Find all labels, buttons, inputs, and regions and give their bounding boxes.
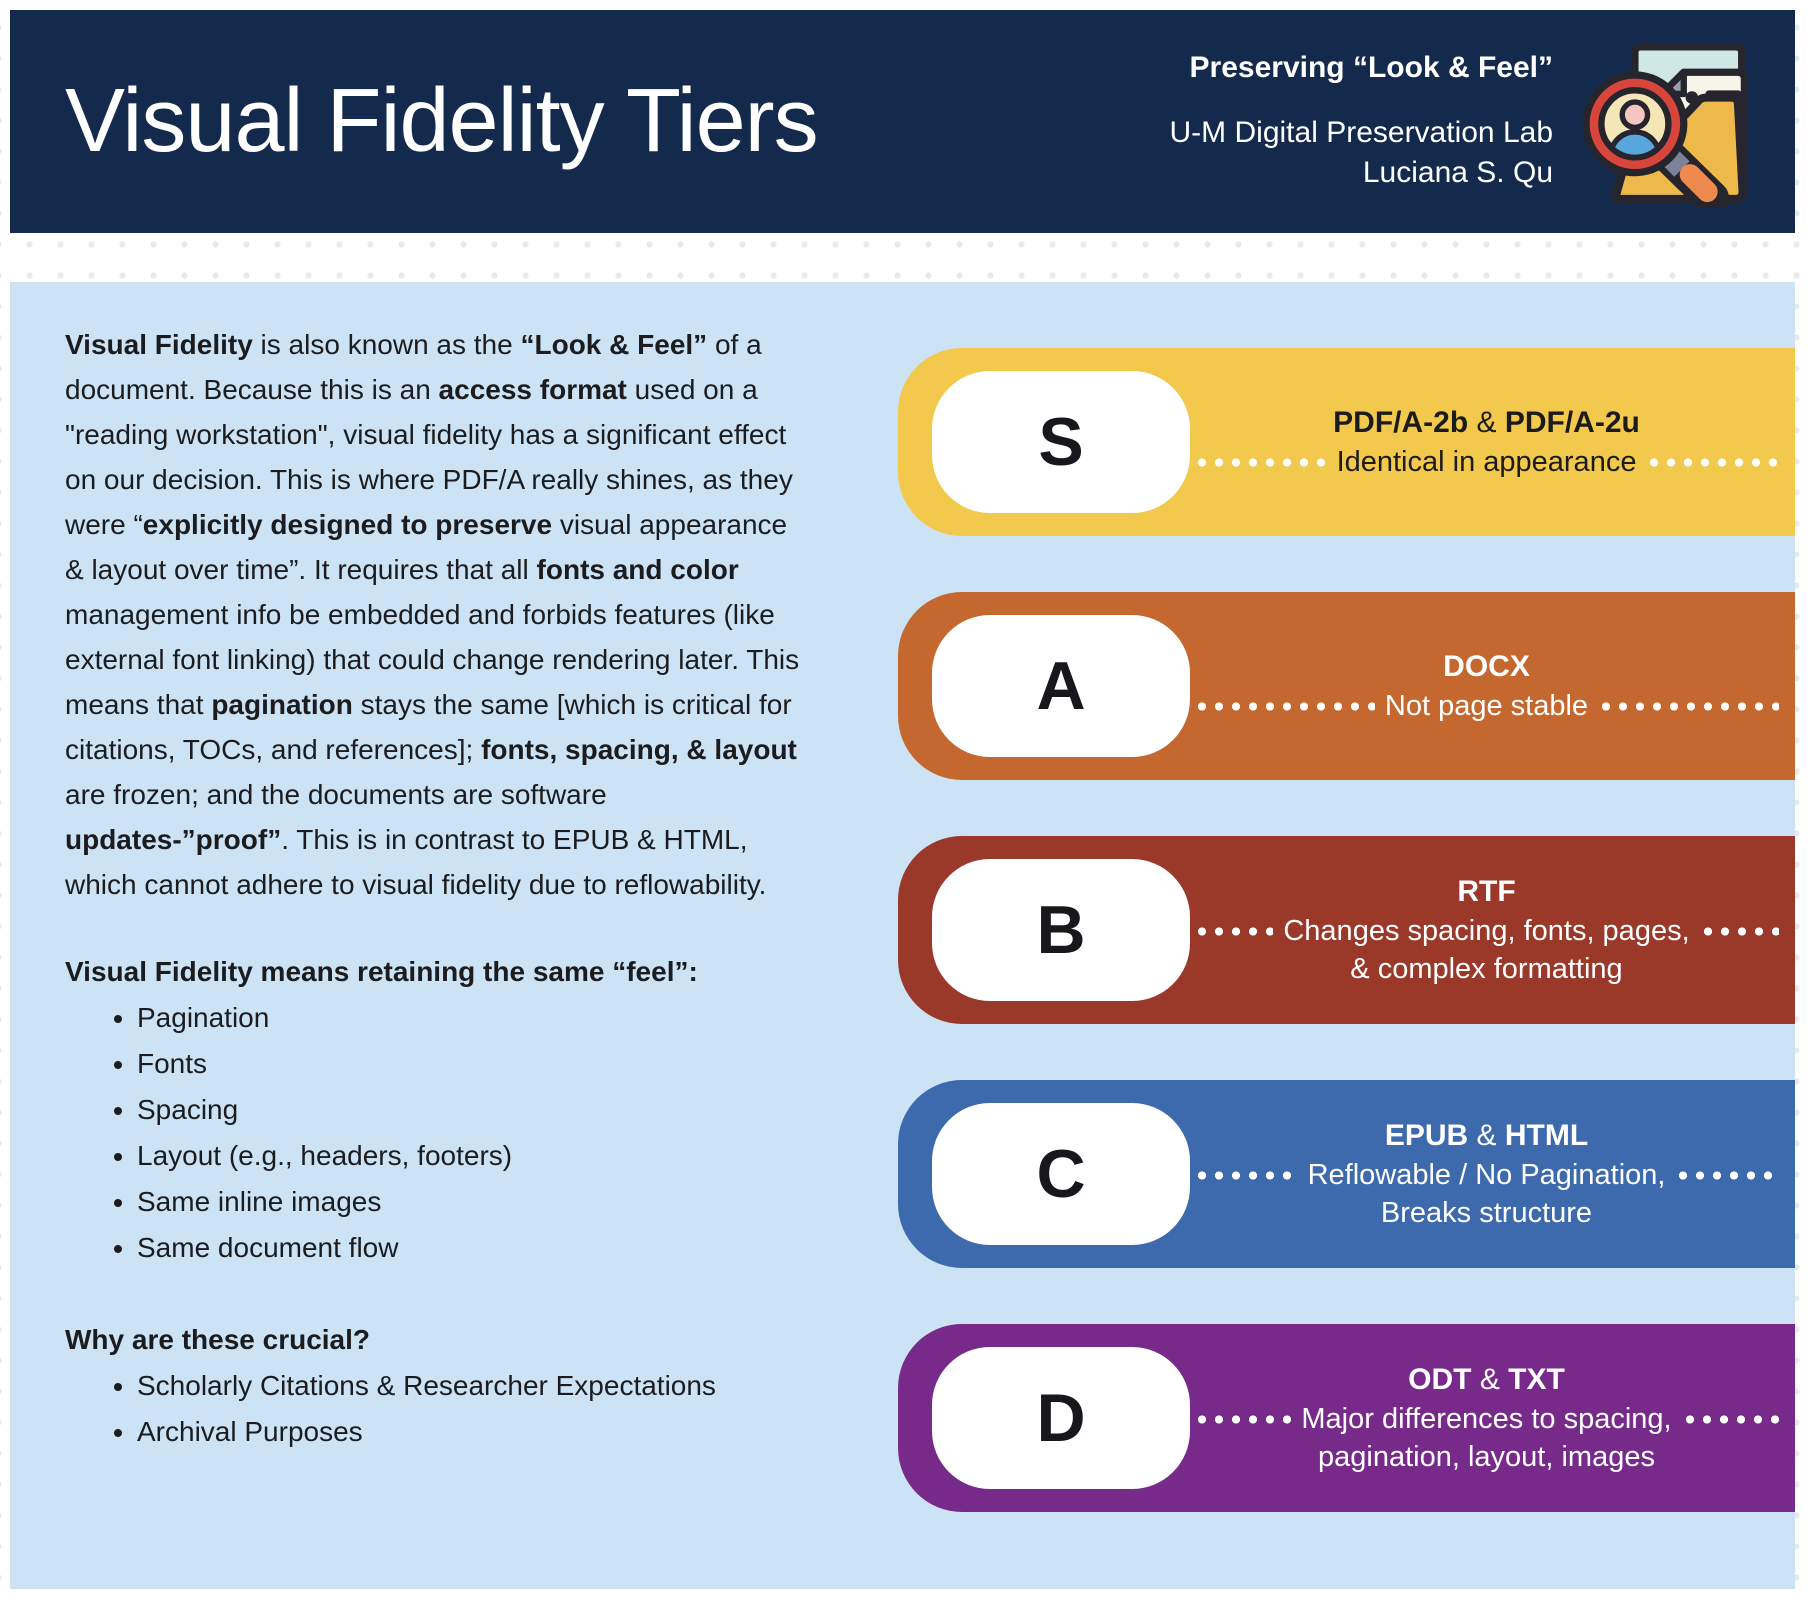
tier-letter-pill: A [932, 615, 1190, 757]
left-text-column: Visual Fidelity is also known as the “Lo… [65, 322, 813, 1501]
intro-segment: updates-”proof” [65, 824, 282, 855]
intro-segment: management info be embedded and forbids … [65, 599, 800, 720]
tier-description-line1: Changes spacing, fonts, pages, [1283, 915, 1690, 947]
list-item: Spacing [137, 1087, 813, 1133]
tier-letter-pill: B [932, 859, 1190, 1001]
tier-description-line1: Identical in appearance [1336, 446, 1637, 478]
tier-row-d: D ODT & TXT Major differences to spacing… [898, 1324, 1795, 1512]
dotted-leader-left [1194, 457, 1327, 467]
tier-description-line2: & complex formatting [1350, 953, 1623, 985]
list-item: Archival Purposes [137, 1409, 813, 1455]
intro-segment: “Look & Feel” [520, 329, 708, 360]
tier-formats: PDF/A-2b & PDF/A-2u [1194, 403, 1779, 443]
intro-segment: stays the same [which is critical for ci… [65, 689, 792, 765]
dotted-leader-right [1699, 926, 1779, 936]
author-name: Luciana S. Qu [1362, 155, 1553, 189]
list-item: Same inline images [137, 1179, 813, 1225]
tier-description-line1: Reflowable / No Pagination, [1307, 1159, 1666, 1191]
tier-content: PDF/A-2b & PDF/A-2u Identical in appeara… [1190, 403, 1795, 481]
header-right-group: Preserving “Look & Feel” U-M Digital Pre… [1170, 10, 1767, 233]
tier-formats: DOCX [1194, 647, 1779, 687]
tier-format-primary: DOCX [1443, 650, 1530, 683]
tier-row-s: S PDF/A-2b & PDF/A-2u Identical in appea… [898, 348, 1795, 536]
list-item: Same document flow [137, 1225, 813, 1271]
tier-format-separator: & [1468, 1119, 1505, 1152]
tier-row-c: C EPUB & HTML Reflowable / No Pagination… [898, 1080, 1795, 1268]
intro-segment: explicitly designed to preserve [142, 509, 553, 540]
intro-segment: . This is in contrast to EPUB & HTML, wh… [65, 824, 767, 900]
intro-segment: pagination [211, 689, 353, 720]
dotted-leader-right [1675, 1170, 1780, 1180]
tier-letter: C [1036, 1136, 1086, 1212]
tier-formats: RTF [1194, 872, 1779, 912]
tier-letter: S [1038, 404, 1084, 480]
list-item: Pagination [137, 995, 813, 1041]
tier-letter: D [1036, 1380, 1086, 1456]
tier-letter-pill: C [932, 1103, 1190, 1245]
tier-desc-row: Reflowable / No Pagination, [1194, 1156, 1780, 1194]
tier-format-secondary: HTML [1504, 1119, 1589, 1152]
intro-segment: used on a "reading workstation", visual … [65, 374, 793, 540]
feel-list: Pagination Fonts Spacing Layout (e.g., h… [65, 995, 813, 1271]
tier-content: EPUB & HTML Reflowable / No Pagination, … [1190, 1116, 1795, 1232]
intro-segment: fonts, spacing, & layout [481, 734, 797, 765]
tier-formats: EPUB & HTML [1194, 1116, 1779, 1156]
header-bar: Visual Fidelity Tiers Preserving “Look &… [10, 10, 1795, 233]
tier-format-primary: EPUB [1384, 1119, 1469, 1152]
dotted-leader-left [1194, 1170, 1298, 1180]
intro-segment: visual appearance & layout over time”. I… [65, 509, 788, 585]
tier-letter: A [1036, 648, 1086, 724]
tier-letter: B [1036, 892, 1086, 968]
tier-format-separator: & [1471, 1363, 1509, 1396]
tier-format-primary: ODT [1408, 1363, 1472, 1396]
tier-content: DOCX Not page stable [1190, 647, 1795, 725]
tier-content: RTF Changes spacing, fonts, pages, & com… [1190, 872, 1795, 988]
dotted-leader-left [1194, 926, 1274, 936]
tier-description-line2: pagination, layout, images [1318, 1441, 1655, 1473]
tier-format-separator: & [1468, 406, 1505, 439]
dotted-leader-left [1194, 701, 1375, 711]
intro-segment: Visual Fidelity [65, 329, 253, 360]
list-item: Layout (e.g., headers, footers) [137, 1133, 813, 1179]
tier-format-primary: RTF [1457, 875, 1516, 908]
crucial-list: Scholarly Citations & Researcher Expecta… [65, 1363, 813, 1455]
tier-letter-pill: S [932, 371, 1190, 513]
page-title: Visual Fidelity Tiers [65, 71, 819, 171]
intro-segment: fonts and color [536, 554, 739, 585]
crucial-section-heading: Why are these crucial? [65, 1324, 371, 1355]
intro-segment: are frozen; and the documents are softwa… [65, 779, 607, 810]
tier-list: S PDF/A-2b & PDF/A-2u Identical in appea… [898, 348, 1795, 1512]
dotted-leader-right [1646, 457, 1780, 467]
list-item: Scholarly Citations & Researcher Expecta… [137, 1363, 813, 1409]
tier-format-secondary: PDF/A-2u [1504, 406, 1640, 439]
tier-letter-pill: D [932, 1347, 1190, 1489]
tier-desc-row: Changes spacing, fonts, pages, [1194, 912, 1779, 950]
content-panel: Visual Fidelity is also known as the “Lo… [10, 282, 1795, 1589]
dotted-leader-right [1681, 1414, 1779, 1424]
tier-format-primary: PDF/A-2b [1333, 406, 1469, 439]
tier-description-line1: Not page stable [1384, 690, 1589, 722]
tier-row-b: B RTF Changes spacing, fonts, pages, & c… [898, 836, 1795, 1024]
dotted-leader-right [1598, 701, 1779, 711]
tier-desc-row: Major differences to spacing, [1194, 1400, 1779, 1438]
intro-segment: of a document. Because this is an [65, 329, 762, 405]
tier-content: ODT & TXT Major differences to spacing, … [1190, 1360, 1795, 1476]
dotted-leader-left [1194, 1414, 1292, 1424]
tier-desc-row: Identical in appearance [1194, 443, 1780, 481]
attribution-block: Preserving “Look & Feel” U-M Digital Pre… [1170, 51, 1553, 193]
document-preservation-magnifier-icon [1582, 42, 1748, 208]
feel-section-heading: Visual Fidelity means retaining the same… [65, 956, 698, 987]
tier-description-line1: Major differences to spacing, [1301, 1403, 1672, 1435]
intro-segment: is also known as the [252, 329, 521, 360]
org-name: U-M Digital Preservation Lab [1169, 115, 1553, 149]
tier-row-a: A DOCX Not page stable [898, 592, 1795, 780]
tier-desc-row: Not page stable [1194, 687, 1779, 725]
intro-segment: access format [438, 374, 627, 405]
tier-format-secondary: TXT [1508, 1363, 1565, 1396]
list-item: Fonts [137, 1041, 813, 1087]
tier-description-line2: Breaks structure [1380, 1197, 1593, 1229]
intro-paragraph: Visual Fidelity is also known as the “Lo… [65, 322, 813, 907]
tier-formats: ODT & TXT [1194, 1360, 1779, 1400]
tagline: Preserving “Look & Feel” [1189, 50, 1553, 84]
